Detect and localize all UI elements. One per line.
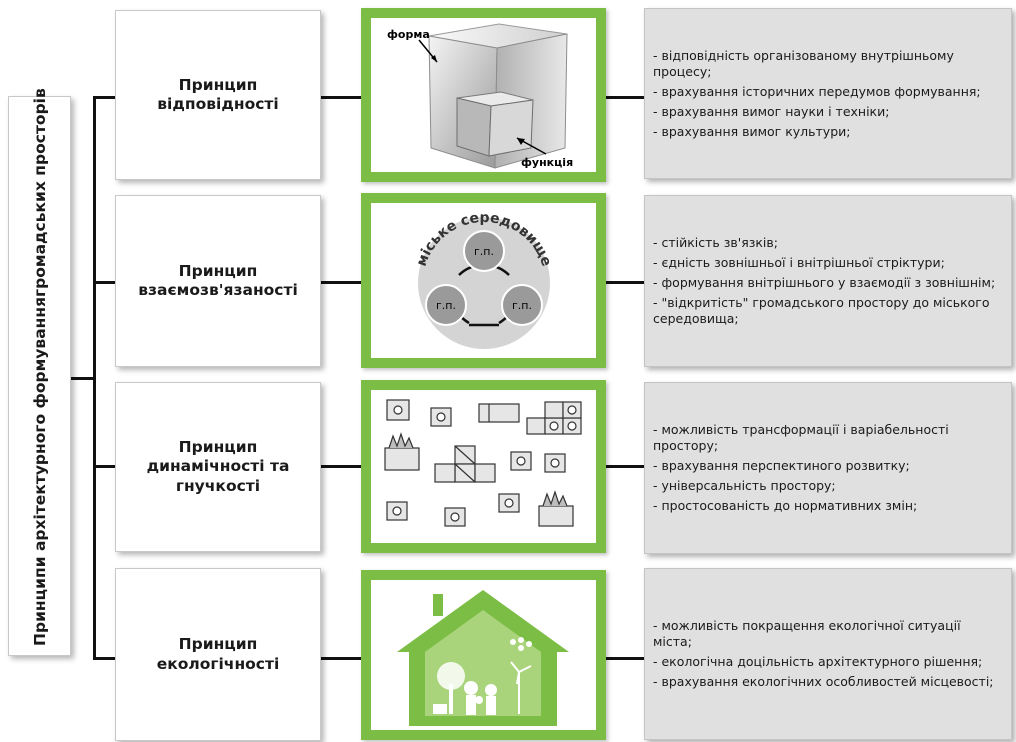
block-cube-2 bbox=[430, 407, 452, 427]
block-cube-7 bbox=[498, 493, 520, 513]
node-label-right: г.п. bbox=[512, 299, 532, 312]
description-box-ecology: - можливість покращення екологічної ситу… bbox=[644, 568, 1012, 740]
link-3a bbox=[321, 465, 361, 468]
root-connector bbox=[71, 377, 95, 380]
principle-title: Принцип екологічності bbox=[156, 635, 280, 673]
block-cube-5 bbox=[386, 501, 408, 521]
block-long bbox=[478, 403, 520, 423]
description-item: - стійкість зв'язків; bbox=[653, 235, 778, 250]
description-item: - простосованість до нормативних змін; bbox=[653, 498, 918, 513]
block-cube-6 bbox=[444, 507, 466, 527]
block-stack bbox=[526, 401, 582, 435]
spine-line bbox=[93, 96, 96, 659]
node-label-top: г.п. bbox=[474, 245, 494, 258]
description-item: - врахування вимог культури; bbox=[653, 123, 851, 139]
description-box-dynamism: - можливість трансформації і варіабельно… bbox=[644, 382, 1012, 554]
branch-line-1 bbox=[93, 96, 115, 99]
image-modular-blocks bbox=[361, 380, 606, 553]
link-3b bbox=[606, 465, 644, 468]
description-item: - універсальність простору; bbox=[653, 478, 836, 493]
description-box-correspondence: - відповідність організованому внутрішнь… bbox=[644, 8, 1012, 179]
principle-box-ecology: Принцип екологічності bbox=[115, 568, 321, 741]
block-cube-3 bbox=[510, 451, 532, 471]
link-4a bbox=[321, 657, 361, 660]
root-principles-box: Принципи архітектурного формуваннягромад… bbox=[8, 88, 71, 656]
label-function: функція bbox=[521, 156, 573, 169]
description-box-interconnection: - стійкість зв'язків; - єдність зовнішнь… bbox=[644, 195, 1012, 367]
principle-box-dynamism: Принцип динамічності та гнучкості bbox=[115, 382, 321, 552]
description-item: - єдність зовнішньої і внітрішньої стрік… bbox=[653, 255, 945, 270]
node-label-left: г.п. bbox=[436, 299, 456, 312]
image-form-function: форма функція bbox=[361, 8, 606, 182]
cube-illustration: форма функція bbox=[387, 23, 573, 169]
principle-title: Принцип динамічності та гнучкості bbox=[146, 437, 290, 495]
label-form: форма bbox=[387, 28, 430, 41]
link-2b bbox=[606, 281, 644, 284]
block-cluster bbox=[434, 445, 496, 483]
root-label: Принципи архітектурного формуваннягромад… bbox=[30, 88, 49, 646]
link-4b bbox=[606, 657, 644, 660]
image-eco-house bbox=[361, 570, 606, 740]
description-item: - можливість покращення екологічної ситу… bbox=[653, 618, 961, 649]
description-item: - врахування екологічних особливостей мі… bbox=[653, 674, 994, 689]
principle-box-interconnection: Принцип взаємозв'язаності bbox=[115, 195, 321, 367]
description-item: - відповідність організованому внутрішнь… bbox=[653, 47, 954, 79]
link-2a bbox=[321, 281, 361, 284]
description-item: - можливість трансформації і варіабельно… bbox=[653, 422, 949, 453]
eco-house-illustration bbox=[397, 590, 569, 726]
description-item: - врахування перспектиного розвитку; bbox=[653, 458, 910, 473]
block-cube-4 bbox=[544, 453, 566, 473]
blocks-illustration bbox=[384, 399, 582, 527]
link-1a bbox=[321, 96, 361, 99]
block-cube-1 bbox=[386, 399, 410, 421]
image-urban-environment: міське середовище г.п. г.п. г.п. bbox=[361, 193, 606, 368]
link-1b bbox=[606, 96, 644, 99]
principle-title: Принцип відповідності bbox=[157, 75, 279, 113]
principle-title: Принцип взаємозв'язаності bbox=[138, 261, 298, 299]
branch-line-4 bbox=[93, 657, 115, 660]
description-item: - "відкритість" громадського простору до… bbox=[653, 295, 990, 326]
description-item: - врахування історичних передумов формув… bbox=[653, 83, 981, 99]
urban-ring-diagram: міське середовище г.п. г.п. г.п. bbox=[414, 210, 554, 349]
branch-line-2 bbox=[93, 281, 115, 284]
description-item: - екологічна доцільність архітектурного … bbox=[653, 654, 983, 669]
block-planter-2 bbox=[538, 490, 574, 527]
description-item: - формування внітрішнього у взаємодії з … bbox=[653, 275, 996, 290]
block-planter-1 bbox=[384, 432, 420, 471]
branch-line-3 bbox=[93, 465, 115, 468]
description-item: - врахування вимог науки і техніки; bbox=[653, 103, 890, 119]
principle-box-correspondence: Принцип відповідності bbox=[115, 10, 321, 180]
